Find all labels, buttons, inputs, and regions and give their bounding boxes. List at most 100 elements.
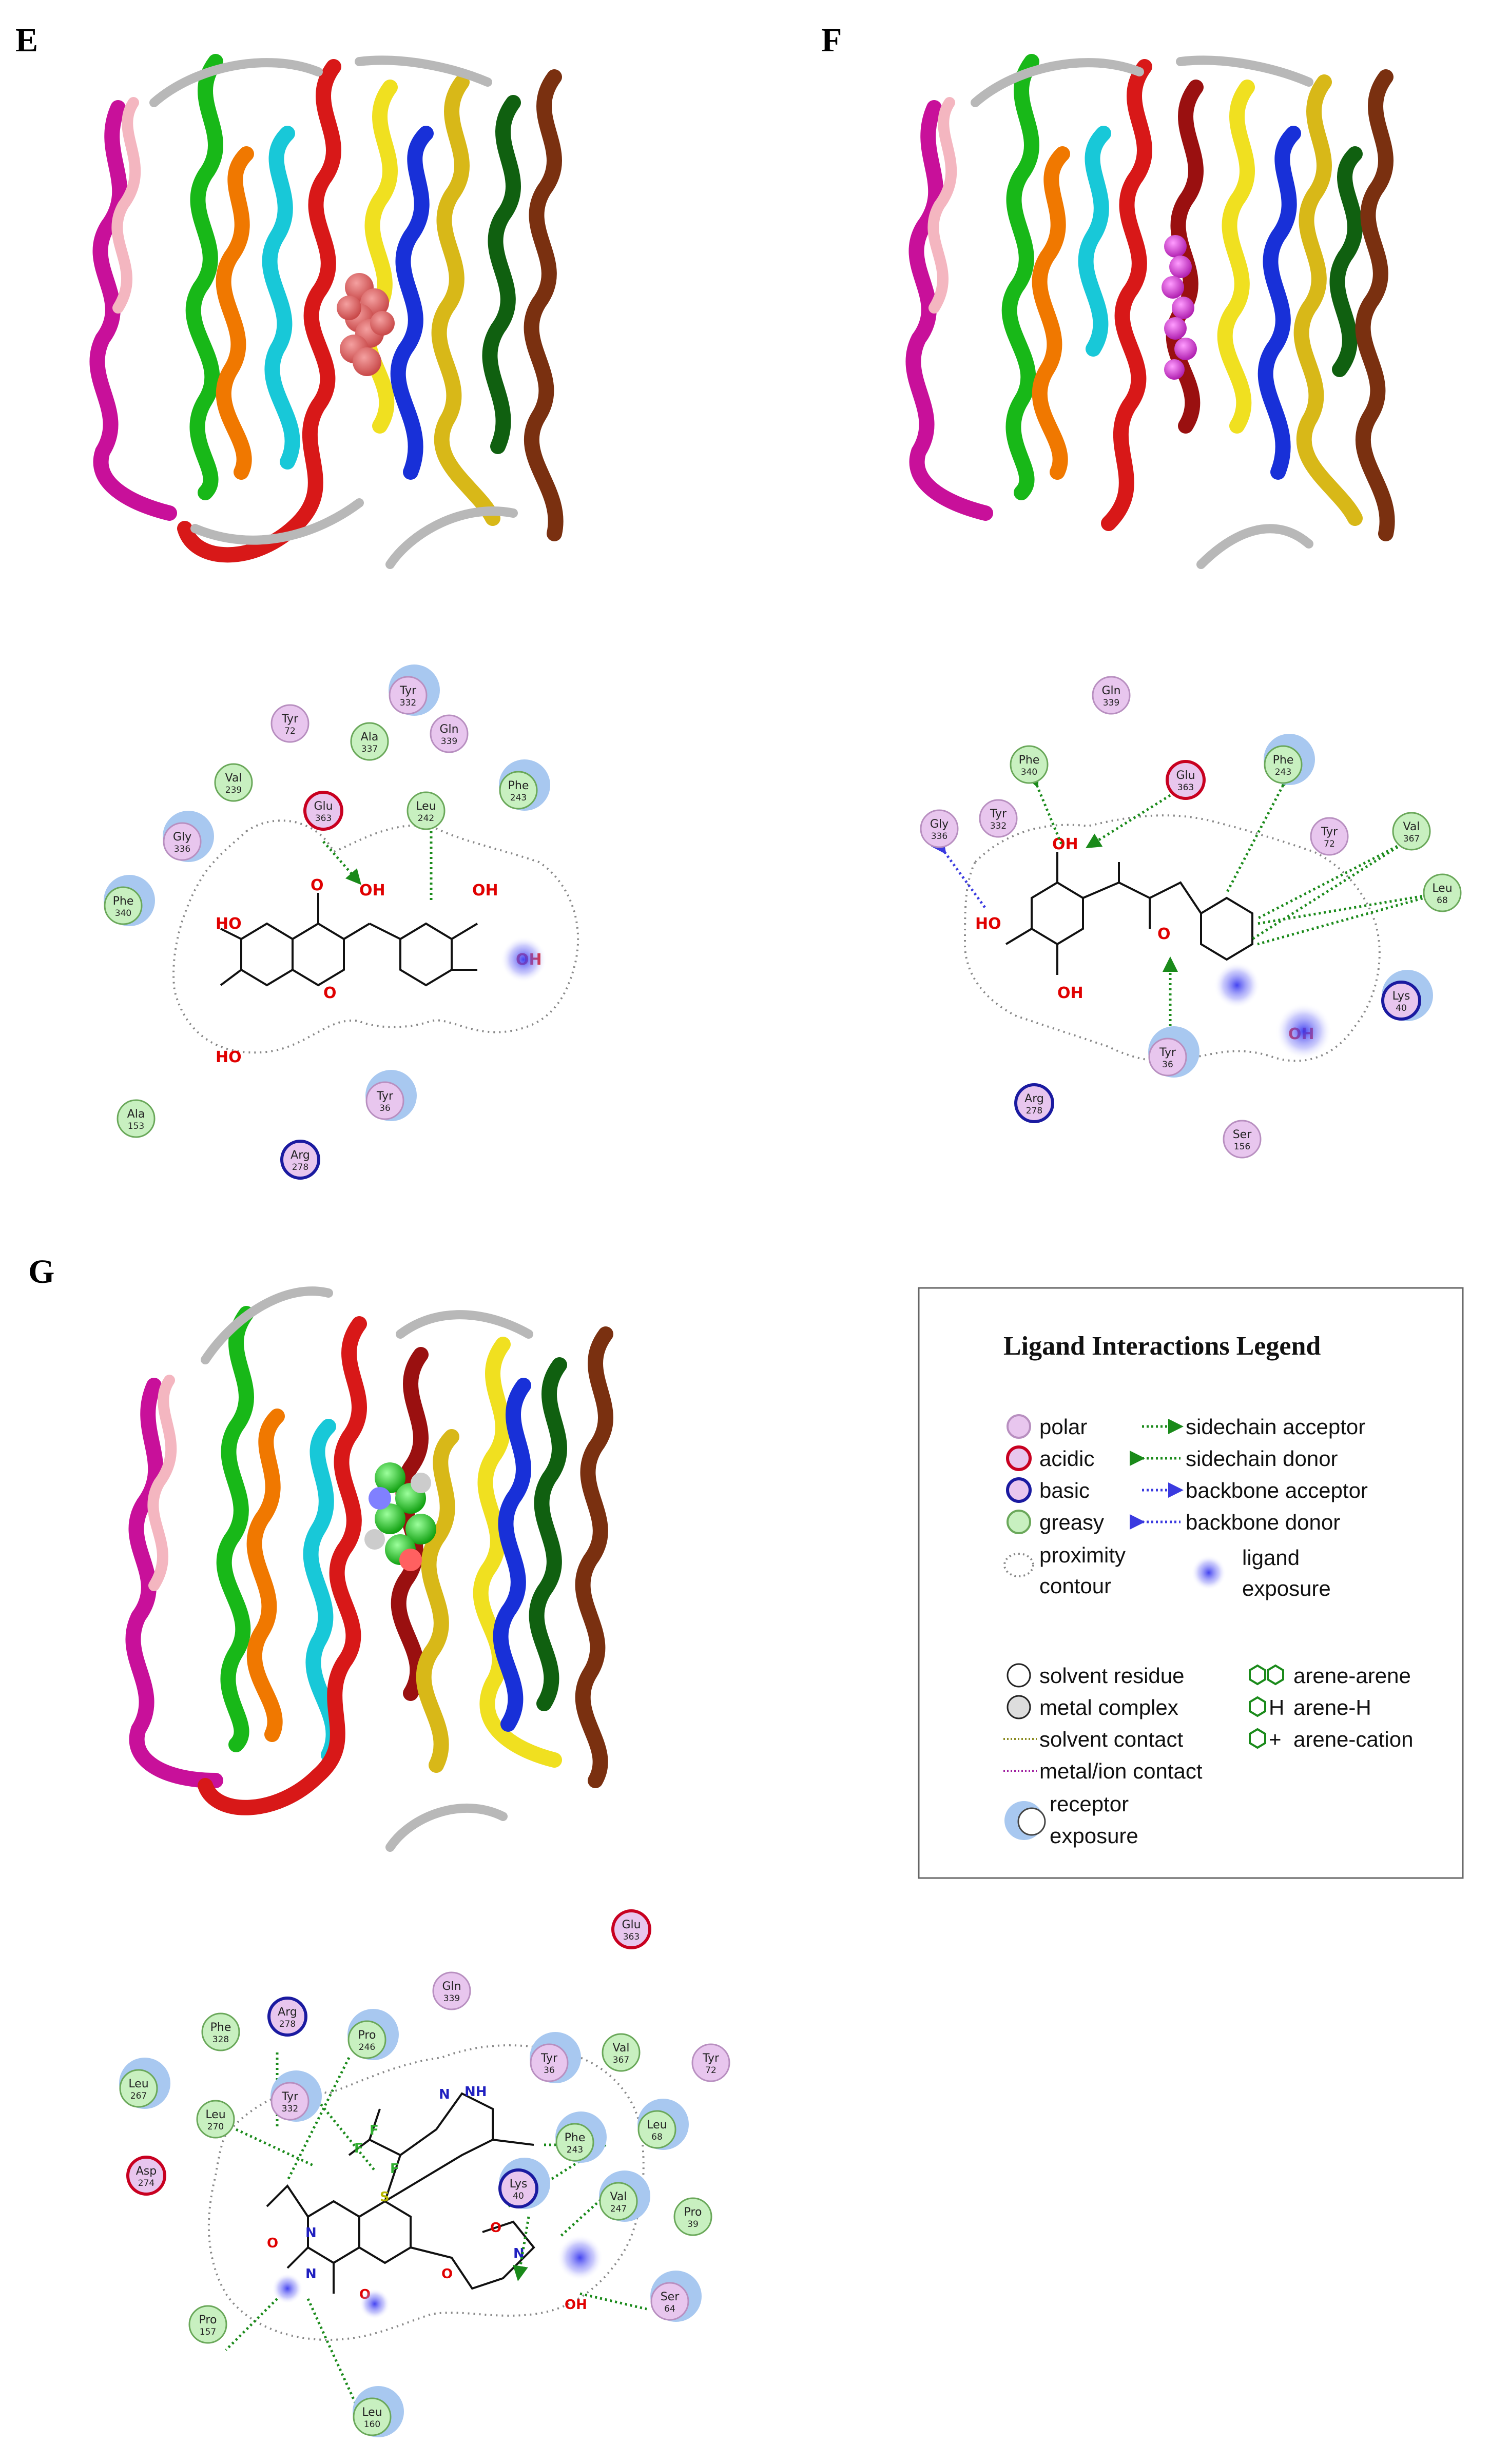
svg-text:Tyr: Tyr — [281, 2090, 299, 2103]
legend-box: Ligand Interactions Legend polar acidic … — [918, 1287, 1464, 1879]
legend-row-solvent-contact: solvent contact — [1003, 1727, 1183, 1751]
svg-text:Lys: Lys — [1392, 990, 1410, 1003]
svg-text:Gln: Gln — [439, 723, 458, 736]
svg-text:Asp: Asp — [136, 2165, 157, 2178]
panel-label-e: E — [15, 22, 38, 59]
legend-row-ligand-exposure: ligand exposure — [1191, 1546, 1331, 1600]
svg-text:247: 247 — [610, 2204, 627, 2214]
svg-text:Phe: Phe — [508, 779, 529, 792]
svg-text:greasy: greasy — [1039, 1510, 1104, 1534]
svg-text:Lys: Lys — [510, 2178, 528, 2191]
svg-text:Leu: Leu — [362, 2406, 382, 2419]
helix-orange-e — [216, 146, 254, 480]
svg-text:Ala: Ala — [127, 1108, 145, 1121]
svg-text:Val: Val — [613, 2042, 630, 2055]
svg-text:HO: HO — [216, 915, 242, 933]
svg-text:340: 340 — [1021, 767, 1037, 777]
arene-h-lines-f — [1251, 840, 1443, 946]
legend-row-backbone-acceptor: backbone acceptor — [1142, 1478, 1368, 1502]
svg-text:160: 160 — [364, 2419, 380, 2430]
helix-magenta-e — [89, 100, 177, 521]
svg-text:243: 243 — [567, 2145, 583, 2155]
svg-text:36: 36 — [379, 1103, 391, 1113]
svg-text:267: 267 — [130, 2091, 147, 2101]
ligand-spheres-g — [364, 1462, 436, 1571]
svg-text:367: 367 — [1403, 834, 1420, 844]
svg-text:arene-H: arene-H — [1293, 1695, 1371, 1719]
svg-text:HO: HO — [975, 915, 1001, 933]
svg-text:Val: Val — [1403, 820, 1420, 833]
svg-text:Gln: Gln — [442, 1980, 461, 1993]
interaction-map-f: OH HO O OH OH — [931, 770, 1443, 1063]
svg-text:278: 278 — [292, 1162, 308, 1172]
legend-row-arene-arene: arene-arene — [1249, 1664, 1411, 1688]
svg-text:Leu: Leu — [128, 2078, 148, 2090]
interaction-map-g: NH N F F F S N O N O O OH O N — [207, 2044, 647, 2413]
svg-text:solvent residue: solvent residue — [1039, 1664, 1185, 1688]
svg-text:157: 157 — [200, 2327, 216, 2337]
svg-text:Val: Val — [225, 772, 242, 785]
svg-text:363: 363 — [1177, 783, 1194, 793]
svg-text:Ser: Ser — [1233, 1128, 1252, 1141]
svg-text:Pro: Pro — [358, 2029, 376, 2042]
helix-pink-e — [111, 97, 141, 314]
svg-text:O: O — [441, 2266, 453, 2282]
svg-text:Pro: Pro — [199, 2314, 217, 2326]
svg-text:72: 72 — [705, 2065, 717, 2076]
helix-brown-e — [524, 69, 564, 541]
helix-green-e — [185, 54, 223, 500]
svg-text:Ser: Ser — [661, 2291, 680, 2303]
svg-text:+: + — [1269, 1727, 1282, 1751]
protein-structure-g — [125, 1286, 613, 1852]
loops-e — [149, 55, 518, 569]
svg-text:243: 243 — [510, 793, 527, 803]
legend-row-acidic: acidic — [1006, 1445, 1094, 1471]
svg-text:Tyr: Tyr — [1321, 826, 1338, 838]
svg-text:156: 156 — [1234, 1142, 1250, 1152]
svg-text:Leu: Leu — [205, 2108, 225, 2121]
svg-text:68: 68 — [651, 2132, 663, 2142]
svg-text:242: 242 — [418, 813, 434, 824]
ligand-spheres-e — [337, 273, 395, 376]
svg-text:sidechain donor: sidechain donor — [1186, 1446, 1338, 1471]
ligand-skeleton-f — [1005, 852, 1253, 975]
svg-text:64: 64 — [664, 2304, 675, 2314]
svg-text:NH: NH — [465, 2084, 487, 2100]
svg-text:153: 153 — [128, 1121, 144, 1131]
svg-text:40: 40 — [513, 2191, 524, 2201]
svg-text:Arg: Arg — [291, 1149, 310, 1162]
svg-text:proximity: proximity — [1039, 1543, 1126, 1567]
svg-text:339: 339 — [1103, 698, 1119, 708]
svg-text:40: 40 — [1396, 1003, 1407, 1013]
svg-text:arene-arene: arene-arene — [1293, 1664, 1411, 1688]
legend-row-backbone-donor: backbone donor — [1130, 1510, 1340, 1534]
svg-text:metal complex: metal complex — [1039, 1695, 1178, 1719]
svg-text:backbone donor: backbone donor — [1186, 1510, 1340, 1534]
svg-text:339: 339 — [441, 736, 457, 747]
helix-blue-e — [390, 126, 434, 480]
svg-text:F: F — [390, 2161, 399, 2177]
svg-text:F: F — [354, 2141, 363, 2156]
ligand-exposure-f1 — [1275, 1003, 1332, 1060]
ligand-atom-labels-f: OH HO O OH OH — [975, 835, 1314, 1043]
